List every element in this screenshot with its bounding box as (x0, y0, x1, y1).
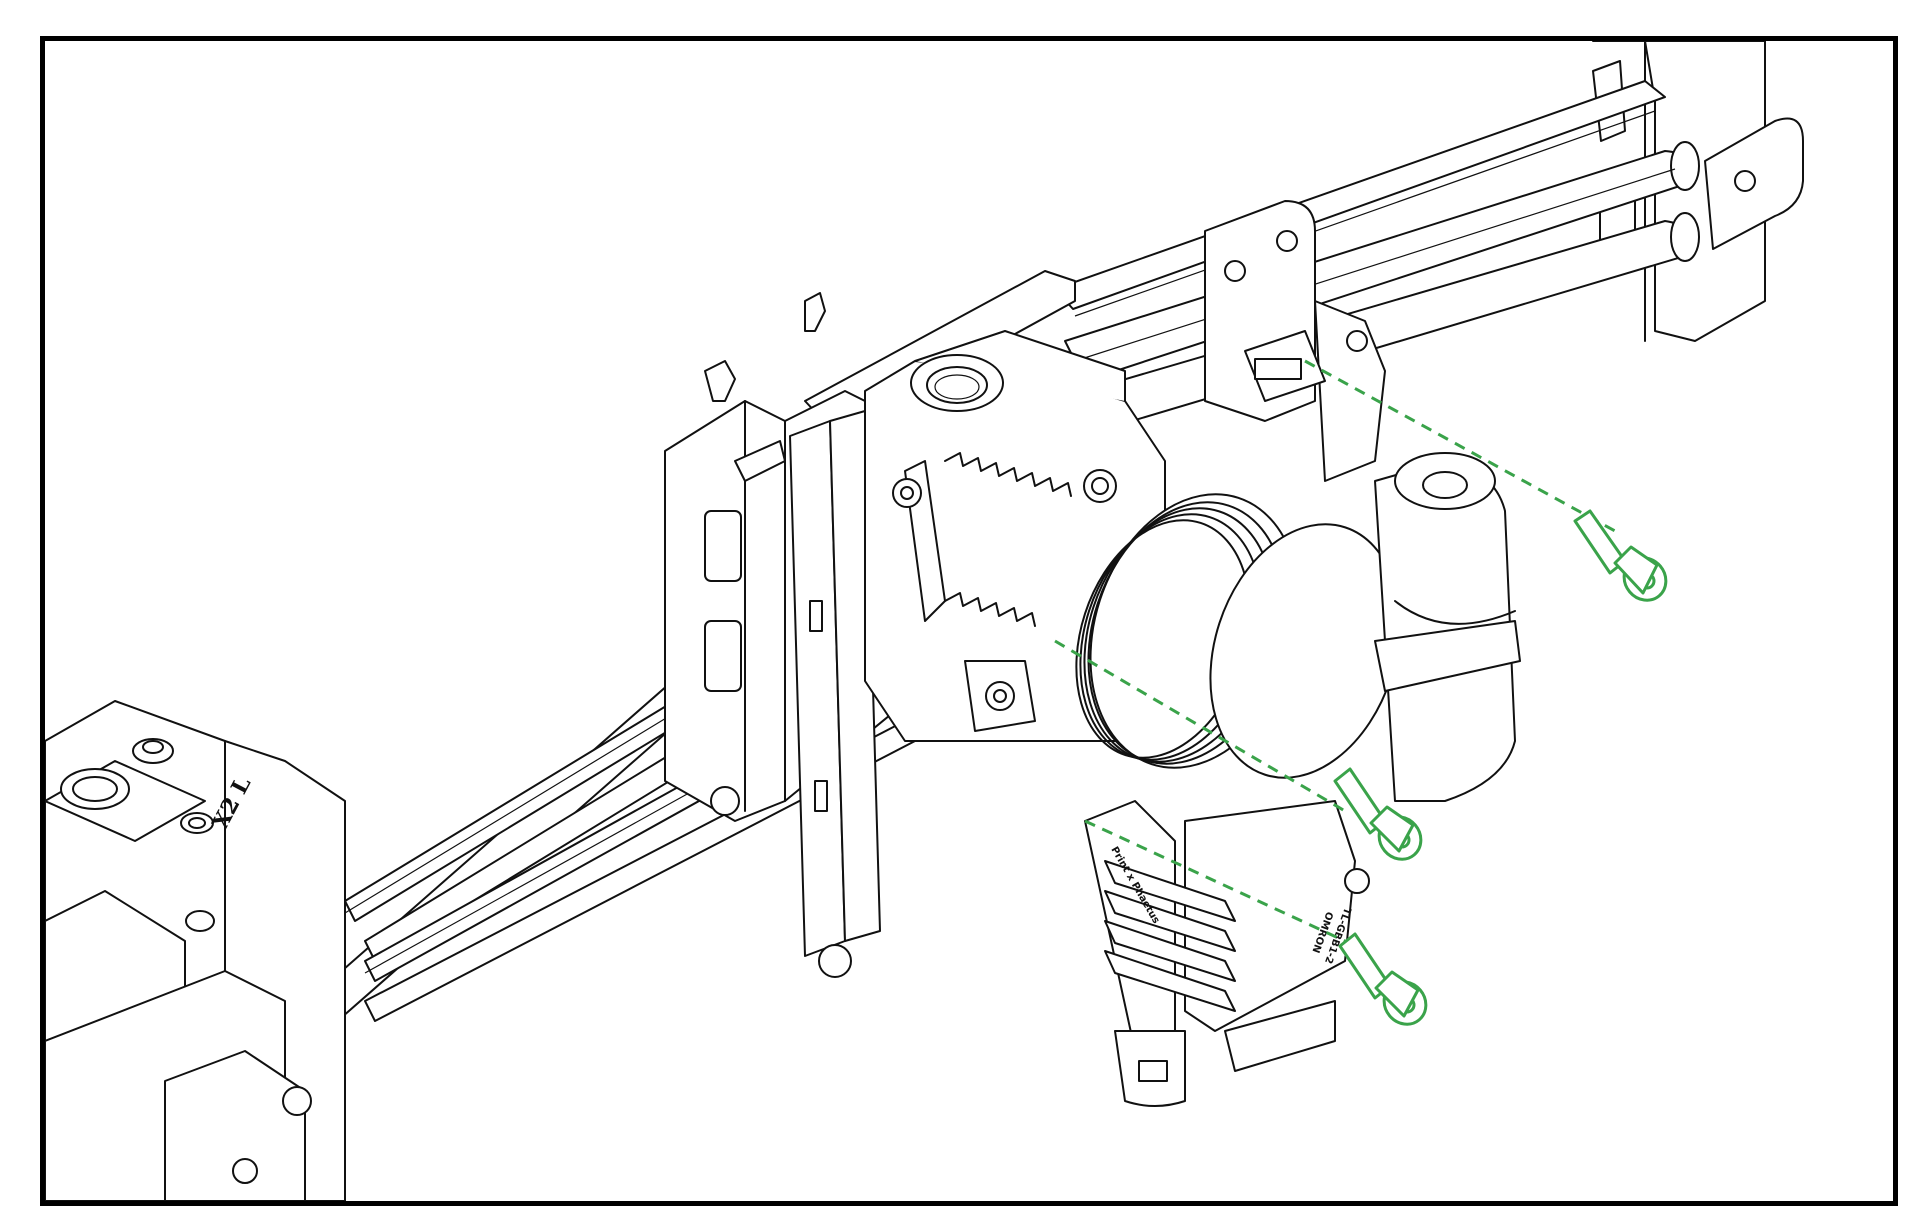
left-carriage-end: X2 L (45, 700, 346, 1201)
exploded-view-drawing: OMRON TL-GBB1-2 Print x Phaetus X2 L (45, 41, 1804, 1201)
assembly-guides (1054, 359, 1616, 943)
screw-lower (1338, 932, 1428, 1026)
guide-line-upper (1304, 359, 1616, 533)
extruder-motor-disc (1075, 493, 1401, 779)
diagram-frame: OMRON TL-GBB1-2 Print x Phaetus X2 L (40, 36, 1898, 1206)
screw-middle (1333, 767, 1423, 861)
motor-mount-plate (1204, 200, 1386, 482)
hotend-heatsink: OMRON TL-GBB1-2 Print x Phaetus (1084, 800, 1370, 1107)
guide-line-lower (1084, 819, 1346, 943)
blower-fan-housing (1374, 452, 1521, 802)
screw-upper (1573, 509, 1668, 602)
